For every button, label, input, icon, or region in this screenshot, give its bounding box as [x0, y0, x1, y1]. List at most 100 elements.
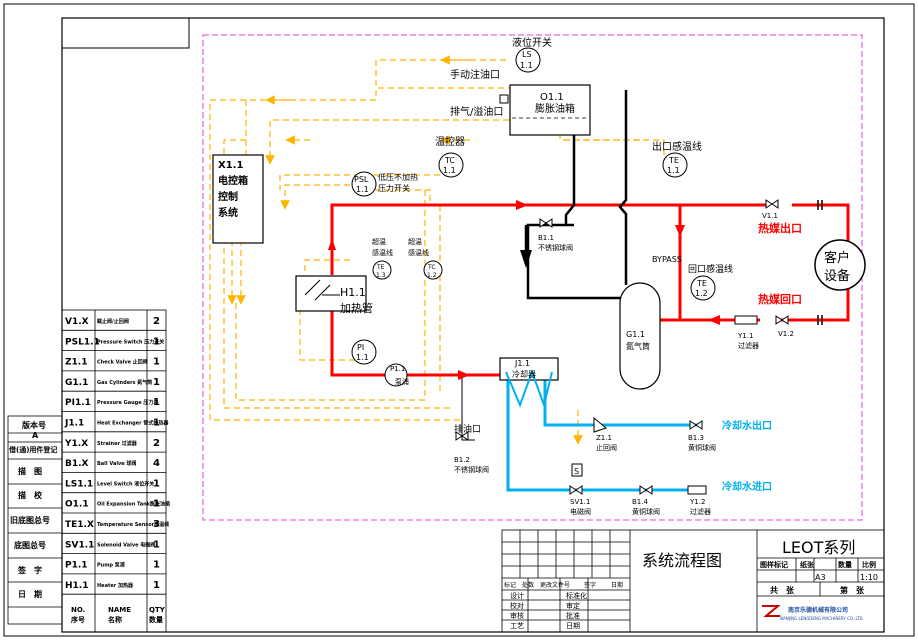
b13-num: B1.3 [688, 434, 704, 442]
y12-name: 过滤器 [690, 507, 711, 516]
part-name: Pressure Gauge 压力表 [97, 399, 159, 406]
part-qty: 1 [153, 336, 160, 347]
z11-num: Z1.1 [596, 434, 612, 442]
cyl-name: 氮气筒 [626, 341, 650, 351]
ball-valve-b13 [689, 420, 703, 430]
sign-authorize: 批准 [566, 611, 580, 620]
part-qty: 1 [153, 560, 160, 571]
col-paper: 纸张 [800, 560, 815, 569]
y11-name: 过滤器 [738, 341, 759, 350]
sheet-no: 第 张 [840, 585, 865, 595]
b13-name: 黄铜球阀 [688, 443, 716, 452]
overtemp-b2: 感温线 [408, 248, 429, 257]
sign-design: 设计 [510, 591, 524, 600]
hot-ret-label: 热媒回口 [758, 292, 802, 306]
psl-line2: 压力开关 [378, 183, 410, 193]
rev-mark: 标记 [504, 581, 516, 589]
z11-name: 止回阀 [596, 443, 617, 452]
rev-doc: 更改文件号 [540, 581, 570, 589]
strip-sign: 签 字 [17, 565, 42, 575]
corner-box [61, 17, 190, 49]
ctrl-2: 控制 [218, 190, 238, 203]
vent-label: 排气/溢油口 [450, 105, 503, 118]
part-name: Pump 泵浦 [97, 562, 125, 569]
tank-name: 膨胀油箱 [535, 102, 575, 115]
scale-value: 1:10 [860, 573, 878, 582]
overtemp-b1: 超温 [408, 237, 422, 246]
part-name: Heat Exchanger 管式换热器 [97, 420, 169, 427]
tank-num: O1.1 [540, 92, 564, 103]
overtemp-controller [423, 260, 443, 280]
ctrl-1: 电控箱 [218, 174, 248, 187]
tc-num: 1.1 [443, 166, 456, 175]
manual-fill-label: 手动注油口 [450, 68, 500, 81]
ctrl-num: X1.1 [218, 160, 243, 171]
sign-check: 校对 [510, 601, 524, 610]
strip-version: 版本号 [21, 420, 46, 430]
temp-sensor-out [662, 152, 688, 178]
b14-name: 黄铜球阀 [632, 507, 660, 516]
sign-date: 日期 [566, 622, 580, 630]
ls-tag: LS [522, 50, 532, 59]
strip-trace: 描 图 [18, 466, 42, 476]
hdr-qty2: 数量 [149, 615, 163, 624]
part-name: Ball Valve 球阀 [97, 460, 136, 467]
part-qty: 1 [153, 478, 160, 489]
pump-tag: P1.1 [390, 365, 405, 373]
cool-in-label: 冷却水进口 [722, 480, 772, 493]
sv11-name: 电磁阀 [570, 507, 591, 516]
ctrl-3: 系统 [218, 206, 238, 219]
part-qty: 1 [153, 499, 160, 510]
b14-num: B1.4 [632, 498, 648, 506]
solenoid-valve [569, 485, 583, 495]
heater-name: 加热管 [340, 301, 373, 315]
part-name: Heater 加热器 [97, 582, 134, 589]
part-code: G1.1 [65, 378, 88, 388]
part-name: Solenoid Valve 电磁阀 [97, 541, 155, 548]
part-qty: 4 [153, 458, 160, 469]
part-name: Gas Cylinders 氮气筒 [97, 379, 152, 386]
ls-num: 1.1 [520, 61, 533, 70]
part-qty: 1 [153, 357, 160, 368]
ls-name: 液位开关 [512, 36, 552, 49]
part-code: J1.1 [64, 419, 84, 429]
fill-port [499, 94, 509, 104]
temp-sensor-return [690, 275, 716, 301]
psl-num: 1.1 [356, 185, 369, 194]
parts-table [61, 309, 167, 633]
rev-count: 处数 [522, 581, 534, 589]
hdr-no1: NO. [71, 606, 85, 614]
col-count: 数量 [838, 560, 852, 569]
part-qty: 1 [153, 418, 160, 429]
bypass-label: BYPASS [652, 255, 682, 264]
rev-sign: 签字 [584, 581, 596, 589]
part-name: Level Switch 液位开关 [97, 480, 154, 487]
te-ret-title: 回口感温线 [688, 263, 733, 275]
v11-num: V1.1 [762, 212, 778, 220]
hot-out-label: 热媒出口 [758, 221, 802, 235]
strip-base: 底图总号 [13, 540, 46, 550]
te13-num: 1.3 [376, 272, 386, 279]
part-code: V1.X [65, 317, 89, 327]
sv-tag: S [574, 467, 579, 476]
ball-valve-b14 [639, 485, 653, 495]
strip-check: 描 校 [18, 490, 43, 500]
cooler-name: 冷却器 [512, 369, 536, 379]
ball-valve-b12 [455, 431, 469, 441]
part-name: 截止阀/止回阀 [97, 318, 129, 325]
cool-out-label: 冷却水出口 [722, 419, 772, 432]
col-scale: 比例 [862, 560, 876, 569]
rev-date: 日期 [611, 581, 623, 589]
strip-old: 旧底图总号 [10, 515, 50, 525]
part-code: TE1.X [65, 520, 94, 530]
tc12-num: 1.2 [427, 272, 437, 279]
part-qty: 1 [153, 539, 160, 550]
pump [384, 363, 408, 387]
te-ret-num: 1.2 [695, 289, 708, 298]
part-code: Z1.1 [65, 358, 87, 368]
customer-2: 设备 [824, 268, 850, 284]
customer-1: 客户 [824, 250, 850, 266]
part-qty: 1 [153, 397, 160, 408]
hdr-name2: 名称 [108, 615, 122, 624]
